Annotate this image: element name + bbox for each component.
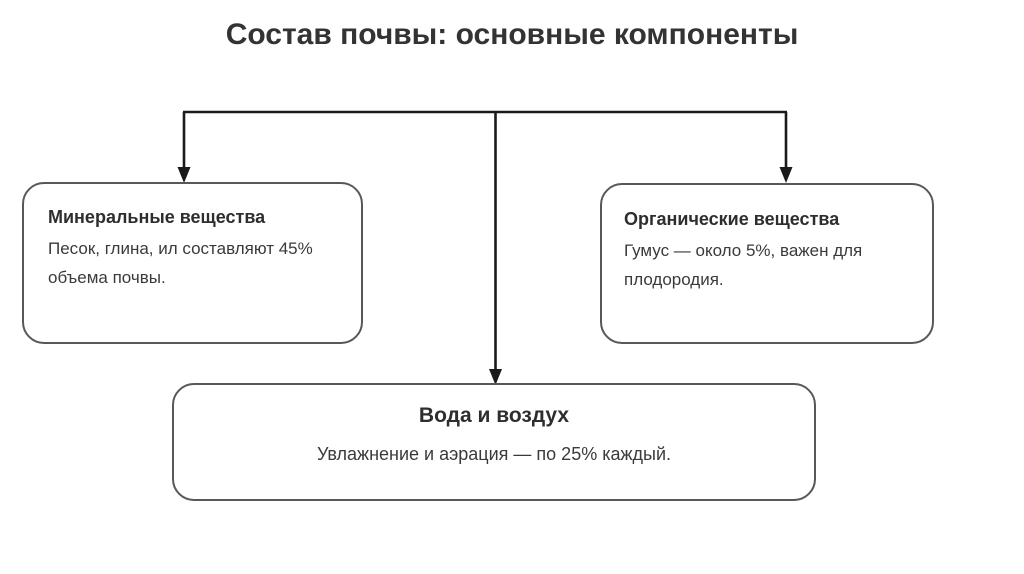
node-organic-heading: Органические вещества — [624, 209, 840, 229]
node-water-and-air[interactable]: Вода и воздух Увлажнение и аэрация — по … — [172, 383, 816, 501]
connector-to-organic — [779, 112, 793, 183]
node-mineral-heading: Минеральные вещества — [48, 207, 266, 227]
node-mineral-body: Песок, глина, ил составляют 45% объема п… — [48, 239, 313, 287]
page-title: Состав почвы: основные компоненты — [225, 18, 799, 51]
node-mineral-substances[interactable]: Минеральные вещества Песок, глина, ил со… — [22, 182, 363, 344]
node-organic-substances[interactable]: Органические вещества Гумус — около 5%, … — [600, 183, 934, 344]
node-water-body: Увлажнение и аэрация — по 25% каждый. — [316, 444, 672, 464]
node-water-heading: Вода и воздух — [418, 404, 570, 427]
connector-to-mineral — [177, 110, 787, 183]
connector-to-water — [489, 112, 502, 385]
node-organic-body: Гумус — около 5%, важен для плодородия. — [624, 241, 863, 289]
